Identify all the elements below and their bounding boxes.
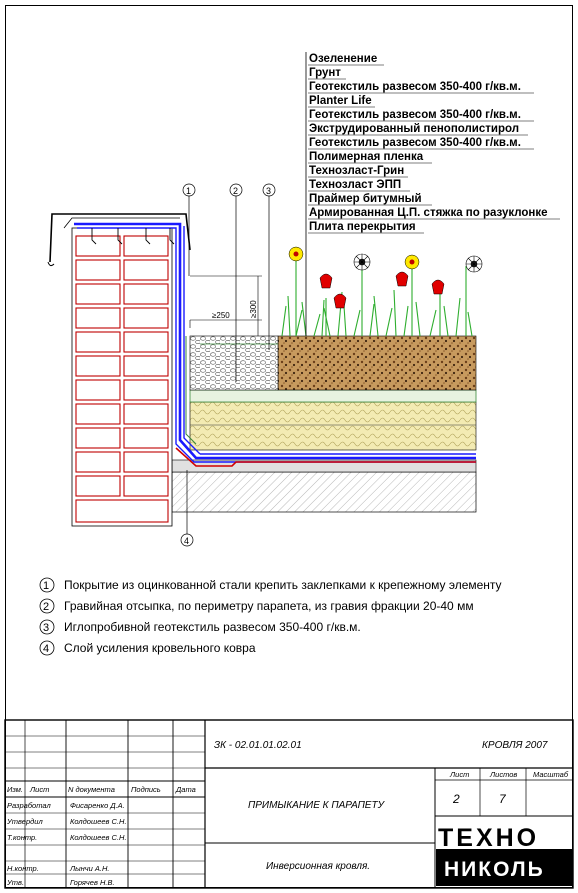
layer-label: Армированная Ц.П. стяжка по разуклонке: [309, 207, 548, 219]
insulation-layer: [189, 401, 477, 451]
gravel-strip: [189, 335, 279, 391]
slab-layer: [171, 471, 477, 513]
layer-label: Геотекстиль развесом 350-400 г/кв.м.: [309, 137, 521, 149]
sheet-count: 7: [499, 792, 507, 806]
drawing-subtitle: Инверсионная кровля.: [266, 861, 370, 872]
flower-yellow: [288, 246, 304, 262]
layer-label: Экструдированный пенополистирол: [309, 123, 519, 135]
reinforcement-layer: [175, 447, 476, 467]
vegetation: [281, 258, 473, 337]
title-block: [4, 719, 574, 889]
tb-person: Фисаренко Д.А.: [70, 801, 125, 810]
membrane-upturn: [74, 222, 476, 460]
tb-role: Утв.: [6, 878, 24, 887]
layer-underlines: [308, 64, 560, 234]
dimension-vertical: ≥300: [249, 300, 258, 318]
layer-label: Технозласт ЭПП: [309, 179, 401, 191]
layer-label: Геотекстиль развесом 350-400 г/кв.м.: [309, 81, 521, 93]
project-name: КРОВЛЯ 2007: [482, 740, 548, 751]
note-number: 4: [43, 643, 49, 655]
drawing-title: ПРИМЫКАНИЕ К ПАРАПЕТУ: [248, 800, 386, 811]
callout-leaders: [180, 183, 276, 547]
layer-label: Плита перекрытия: [309, 221, 416, 233]
dimension-lines: [189, 275, 262, 336]
callout-3: 3: [266, 186, 271, 196]
tb-header-sign: Подпись: [131, 785, 161, 794]
tb-header-doc: N документа: [68, 785, 115, 794]
layer-label: Полимерная пленка: [309, 151, 424, 163]
logo-top-text: ТЕХНО: [438, 824, 539, 852]
layer-label: Праймер битумный: [309, 193, 422, 205]
parapet-brick-wall: [71, 227, 173, 527]
tb-role: Утвердил: [6, 817, 43, 826]
tb-header-list: Лист: [29, 785, 49, 794]
tb-role: Т.контр.: [7, 833, 37, 842]
note-number: 3: [43, 622, 49, 634]
callout-2: 2: [233, 186, 238, 196]
note-number: 1: [43, 580, 49, 592]
sheet-number: 2: [452, 792, 460, 806]
flower-tulip: [319, 271, 445, 309]
layer-label: Грунт: [309, 67, 341, 79]
note-number: 2: [43, 601, 49, 613]
drawing-code: ЗК - 02.01.01.02.01: [214, 740, 302, 751]
note-text: Слой усиления кровельного ковра: [64, 641, 256, 655]
tb-header-date: Дата: [175, 785, 196, 794]
tb-person: Лынчи А.Н.: [69, 864, 110, 873]
tb-role: Н.контр.: [7, 864, 39, 873]
callout-4: 4: [184, 536, 189, 546]
layer-label: Озеленение: [309, 53, 377, 65]
tb-person: Горячев Н.В.: [70, 878, 115, 887]
tb-role: Разработал: [7, 801, 51, 810]
notes-list: 1 Покрытие из оцинкованной стали крепить…: [39, 577, 502, 656]
soil-layer: [277, 335, 477, 391]
tb-person: Колдошеев С.Н.: [70, 817, 127, 826]
layer-label: Технозласт-Грин: [309, 165, 404, 177]
drainage-layer: [189, 389, 477, 403]
flower-daisy: [353, 253, 371, 271]
callout-1: 1: [186, 186, 191, 196]
layer-label: Геотекстиль развесом 350-400 г/кв.м.: [309, 109, 521, 121]
sheet-header-lists: Листов: [489, 770, 517, 779]
tb-person: Колдошеев С.Н.: [70, 833, 127, 842]
note-text: Иглопробивной геотекстиль развесом 350-4…: [64, 620, 361, 634]
metal-cap: [49, 213, 191, 263]
flower-daisy: [465, 255, 483, 273]
note-text: Гравийная отсыпка, по периметру парапета…: [64, 599, 474, 613]
note-text: Покрытие из оцинкованной стали крепить з…: [64, 578, 502, 592]
logo-bottom-text: НИКОЛЬ: [444, 858, 545, 881]
fasteners: [91, 228, 175, 245]
layer-label: Planter Life: [309, 95, 372, 107]
sheet-header-list: Лист: [449, 770, 469, 779]
dimension-horizontal: ≥250: [212, 311, 230, 320]
sheet-header-scale: Масштаб: [533, 770, 569, 779]
tb-header-izm: Изм.: [7, 785, 23, 794]
layer-list: Озеленение Грунт Геотекстиль развесом 35…: [309, 53, 548, 233]
flower-yellow: [404, 254, 420, 270]
